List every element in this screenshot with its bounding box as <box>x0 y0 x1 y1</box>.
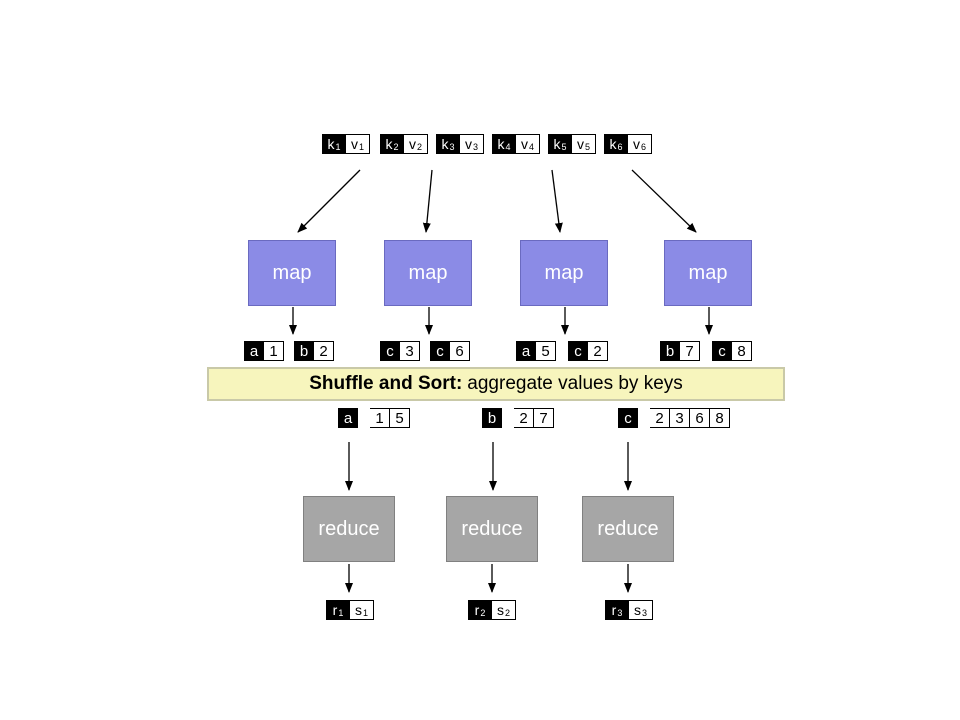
group-value: 6 <box>690 408 710 428</box>
group-c: c 2 3 6 8 <box>618 408 730 428</box>
map-output-value: 3 <box>400 341 420 361</box>
map-box-3: map <box>520 240 608 306</box>
group-value: 1 <box>370 408 390 428</box>
group-value: 8 <box>710 408 730 428</box>
reduce-box-1: reduce <box>303 496 395 562</box>
group-value: 5 <box>390 408 410 428</box>
map-output-2-2: c 6 <box>430 341 470 361</box>
arrow-input-map-4 <box>631 169 697 233</box>
arrow-input-map-1 <box>297 169 361 233</box>
map-output-value: 1 <box>264 341 284 361</box>
group-value: 3 <box>670 408 690 428</box>
group-value: 2 <box>514 408 534 428</box>
arrow-input-map-3 <box>551 169 563 233</box>
map-output-1-1: a 1 <box>244 341 284 361</box>
reduce-label: reduce <box>597 517 659 540</box>
map-output-3-2: c 2 <box>568 341 608 361</box>
map-output-key: b <box>660 341 680 361</box>
group-value: 7 <box>534 408 554 428</box>
map-output-value: 2 <box>588 341 608 361</box>
shuffle-title: Shuffle and Sort: <box>309 373 463 394</box>
map-label: map <box>408 261 448 284</box>
map-label: map <box>544 261 584 284</box>
map-output-1-2: b 2 <box>294 341 334 361</box>
map-box-2: map <box>384 240 472 306</box>
map-output-value: 8 <box>732 341 752 361</box>
map-output-value: 7 <box>680 341 700 361</box>
reduce-box-2: reduce <box>446 496 538 562</box>
map-output-key: a <box>516 341 536 361</box>
group-value: 2 <box>650 408 670 428</box>
group-key: b <box>482 408 502 428</box>
map-output-3-1: a 5 <box>516 341 556 361</box>
map-output-2-1: c 3 <box>380 341 420 361</box>
map-output-key: c <box>712 341 732 361</box>
map-output-key: c <box>380 341 400 361</box>
group-b: b 2 7 <box>482 408 554 428</box>
shuffle-description: aggregate values by keys <box>467 373 683 394</box>
map-output-value: 5 <box>536 341 556 361</box>
reduce-box-3: reduce <box>582 496 674 562</box>
shuffle-sort-banner: Shuffle and Sort: aggregate values by ke… <box>207 367 785 401</box>
map-box-1: map <box>248 240 336 306</box>
reduce-label: reduce <box>461 517 523 540</box>
group-a: a 1 5 <box>338 408 410 428</box>
map-label: map <box>688 261 728 284</box>
map-box-4: map <box>664 240 752 306</box>
map-output-4-2: c 8 <box>712 341 752 361</box>
map-label: map <box>272 261 312 284</box>
map-output-value: 6 <box>450 341 470 361</box>
map-output-key: c <box>568 341 588 361</box>
map-output-key: b <box>294 341 314 361</box>
group-key: a <box>338 408 358 428</box>
group-key: c <box>618 408 638 428</box>
map-output-key: a <box>244 341 264 361</box>
map-output-4-1: b 7 <box>660 341 700 361</box>
arrow-input-map-2 <box>422 169 433 233</box>
map-output-key: c <box>430 341 450 361</box>
map-output-value: 2 <box>314 341 334 361</box>
reduce-label: reduce <box>318 517 380 540</box>
